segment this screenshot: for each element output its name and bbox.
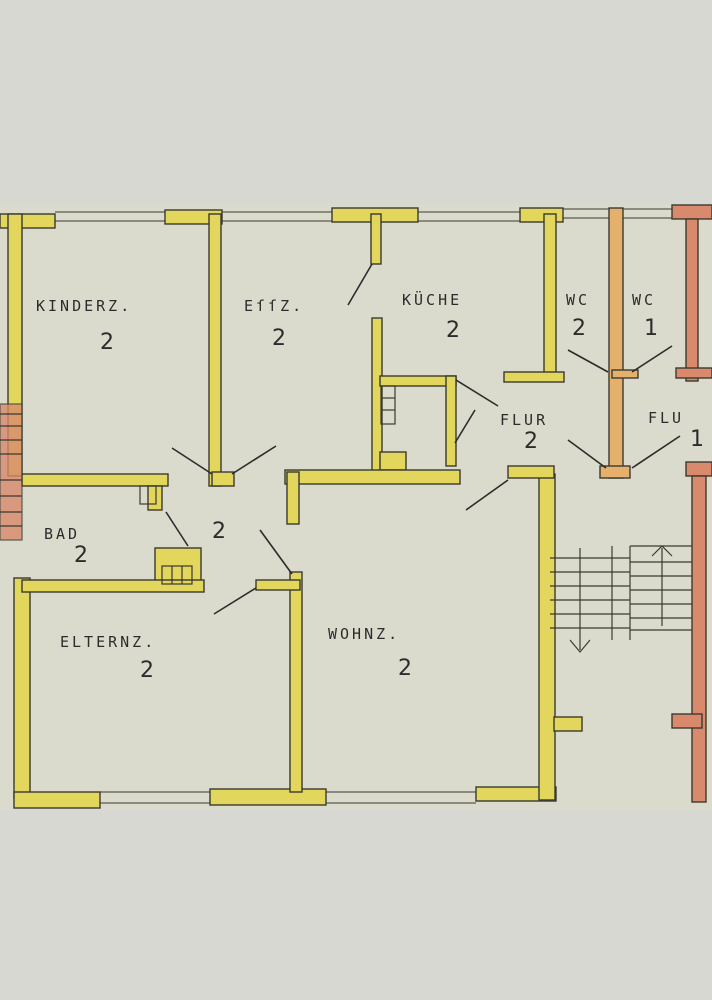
staircase [550,545,692,653]
room-number-elternz: 2 [140,658,154,683]
walls-wc [599,207,639,479]
room-number-wohnz: 2 [398,656,412,681]
room-label-wc1: WC [632,291,656,309]
room-label-kueche: KÜCHE [402,290,462,309]
room-labels: KINDERZ. 2 EſſZ. 2 KÜCHE 2 WC 2 WC 1 FLU… [36,290,704,683]
walls-main [0,207,583,809]
room-number-kinderz: 2 [100,330,114,355]
room-label-flur1: FLU [648,409,684,427]
window-lines [55,208,712,804]
room-label-flur2: FLUR [500,411,548,429]
room-number-wc1: 1 [644,316,658,341]
room-number-bad: 2 [74,543,88,568]
room-label-bad: BAD [44,525,80,543]
room-number-flur1: 1 [690,427,704,452]
walls-neighbor [671,204,712,803]
room-label-elternz: ELTERNZ. [60,633,156,651]
paper-fold [0,205,712,810]
stair-arrow-up-icon [651,545,673,557]
shaft-hatching [0,385,396,585]
room-number-wc2: 2 [572,316,586,341]
room-label-essz: EſſZ. [244,297,304,315]
room-label-wc2: WC [566,291,590,309]
room-label-kinderz: KINDERZ. [36,297,132,315]
room-number-diele: 2 [212,519,226,544]
room-number-flur2: 2 [524,429,538,454]
room-number-kueche: 2 [446,318,460,343]
stair-arrow-down-icon [569,639,591,653]
room-label-wohnz: WOHNZ. [328,625,400,643]
room-number-essz: 2 [272,326,286,351]
door-swings [165,263,681,615]
